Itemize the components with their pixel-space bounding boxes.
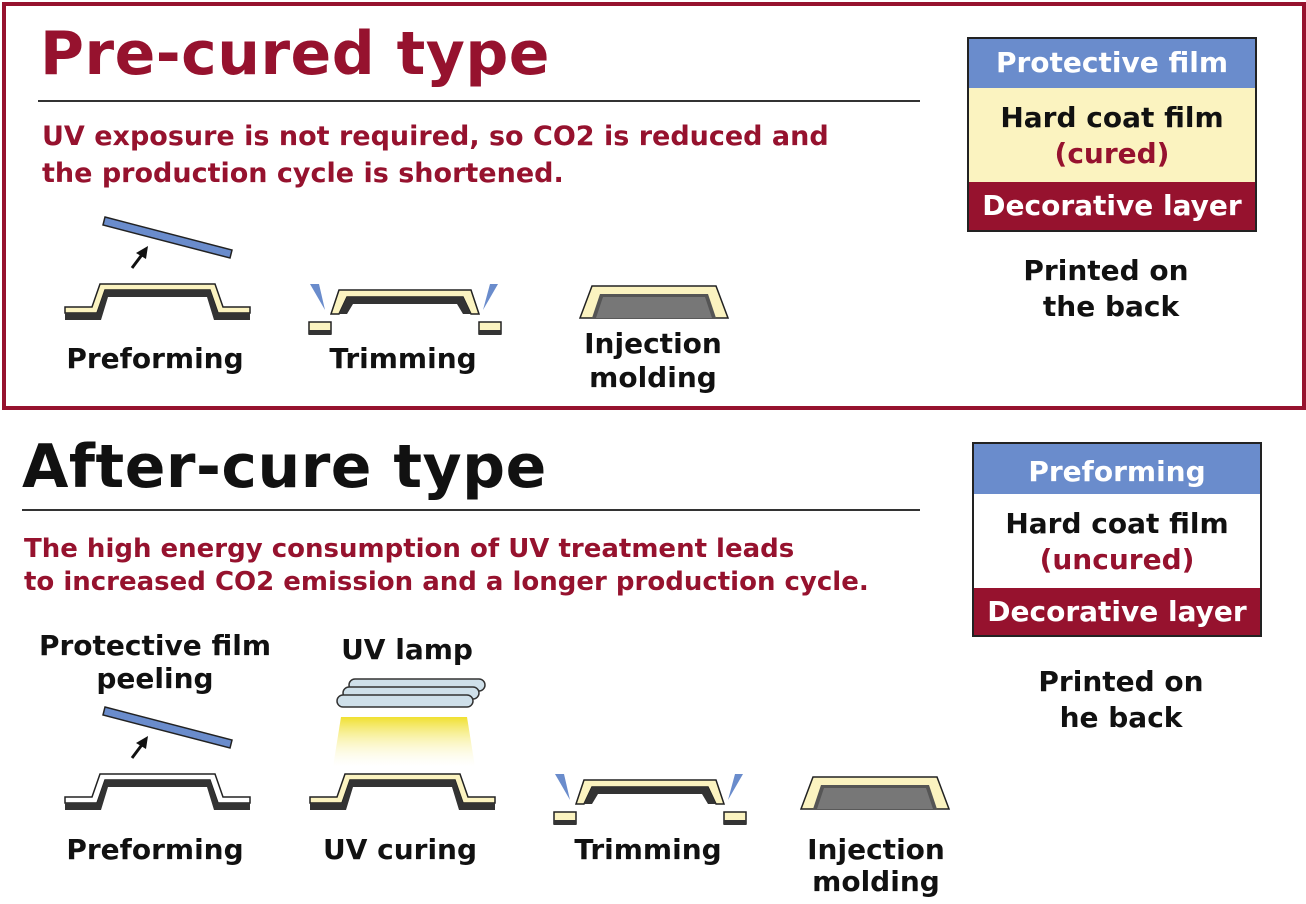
- pre-cured-injection-illustration: [578, 285, 730, 319]
- trimmed-film-shape: [308, 289, 502, 335]
- layer-hard-coat-film-cured: Hard coat film (cured): [969, 88, 1255, 182]
- layer-hard-coat-film-uncured: Hard coat film (uncured): [974, 494, 1260, 588]
- pre-cured-note-line1: Printed on: [1023, 254, 1189, 287]
- peel-arrow-icon: [130, 736, 148, 759]
- trimmed-film-shape: [553, 779, 747, 825]
- after-cure-trimming-illustration: [553, 774, 747, 825]
- trim-blade-right-icon: [728, 774, 743, 800]
- layer-hard-coat-label: Hard coat film: [1000, 101, 1224, 134]
- peel-arrow-icon: [130, 246, 148, 269]
- protective-film-strip: [102, 216, 233, 259]
- after-cure-step-trimming-label: Trimming: [574, 833, 722, 866]
- layer-cured-sublabel: (cured): [1054, 137, 1170, 170]
- after-cure-title: After-cure type: [22, 432, 547, 502]
- after-cure-step-preforming-label: Preforming: [66, 833, 244, 866]
- after-cure-note-line1: Printed on: [1038, 665, 1204, 698]
- after-cure-uv-curing-illustration: [309, 678, 496, 810]
- protective-film-strip: [102, 706, 233, 749]
- pre-cured-step-preforming-label: Preforming: [66, 342, 244, 375]
- after-cure-injection-illustration: [799, 776, 951, 810]
- pre-cured-trimming-illustration: [308, 284, 502, 335]
- after-cure-step-uv-curing-label: UV curing: [322, 833, 478, 866]
- after-cure-description-line1: The high energy consumption of UV treatm…: [24, 534, 795, 564]
- preformed-film-shape: [309, 773, 496, 810]
- layer-decorative: Decorative layer: [974, 588, 1260, 635]
- preformed-film-shape: [64, 283, 251, 320]
- layer-preforming: Preforming: [974, 444, 1260, 494]
- molded-part-shape: [578, 285, 730, 319]
- pre-cured-layer-stack: Protective film Hard coat film (cured) D…: [967, 37, 1257, 232]
- after-cure-title-rule: [22, 509, 920, 511]
- pre-cured-preforming-illustration: [64, 216, 251, 320]
- pre-cured-title: Pre-cured type: [40, 19, 550, 89]
- uv-lamp-icon: [336, 678, 486, 708]
- pre-cured-description-line1: UV exposure is not required, so CO2 is r…: [42, 121, 829, 152]
- peel-label-line2: peeling: [96, 662, 214, 695]
- pre-cured-step-trimming-label: Trimming: [329, 342, 477, 375]
- uv-lamp-label: UV lamp: [341, 633, 473, 666]
- after-cure-step-injection-label-line2: molding: [812, 865, 940, 898]
- trim-blade-left-icon: [555, 774, 570, 800]
- after-cure-preforming-illustration: [64, 706, 251, 810]
- uv-light-glow: [333, 717, 475, 767]
- layer-decorative: Decorative layer: [969, 182, 1255, 230]
- pre-cured-step-injection-label-line2: molding: [589, 361, 717, 394]
- pre-cured-title-rule: [38, 100, 920, 102]
- after-cure-note-line2: he back: [1059, 701, 1183, 734]
- pre-cured-note-line2: the back: [1042, 290, 1180, 323]
- after-cure-layer-stack: Preforming Hard coat film (uncured) Deco…: [972, 442, 1262, 637]
- pre-cured-frame: [2, 2, 1306, 410]
- preformed-film-shape: [64, 773, 251, 810]
- after-cure-description-line2: to increased CO2 emission and a longer p…: [24, 567, 869, 597]
- pre-cured-description-line2: the production cycle is shortened.: [42, 158, 564, 189]
- trim-blade-right-icon: [483, 284, 498, 310]
- layer-uncured-sublabel: (uncured): [1039, 543, 1195, 576]
- peel-label-line1: Protective film: [38, 629, 272, 662]
- after-cure-step-injection-label-line1: Injection: [807, 833, 945, 866]
- molded-part-shape: [799, 776, 951, 810]
- pre-cured-step-injection-label-line1: Injection: [584, 327, 722, 360]
- layer-protective-film: Protective film: [969, 39, 1255, 88]
- trim-blade-left-icon: [310, 284, 325, 310]
- layer-hard-coat-label: Hard coat film: [1005, 507, 1229, 540]
